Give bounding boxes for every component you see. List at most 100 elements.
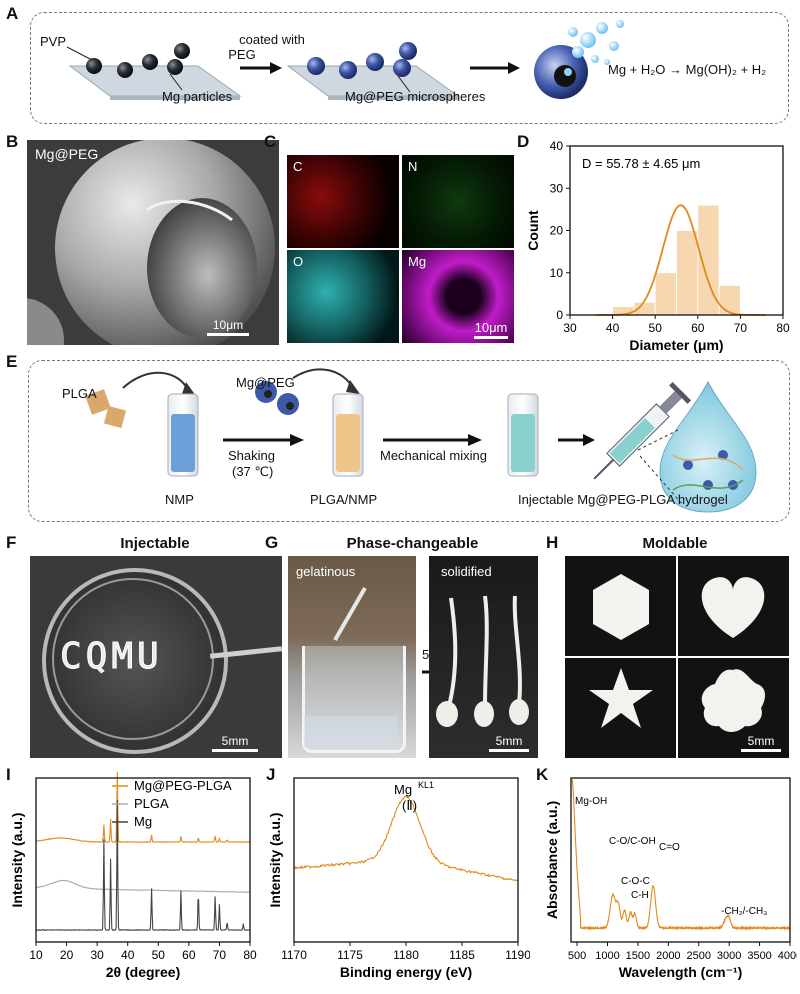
y-axis-label: Intensity (a.u.): [268, 813, 283, 908]
gelatinous-label: gelatinous: [296, 564, 356, 579]
histogram-bar: [654, 272, 677, 316]
panel-label-h: H: [546, 533, 559, 552]
panel-label-i: I: [6, 765, 11, 784]
scheme-a-graphic: [66, 20, 624, 100]
panel-title-f: Injectable: [120, 535, 190, 552]
injectable-photo: CQMU 5mm: [30, 556, 282, 758]
x-tick-label: 40: [606, 321, 620, 335]
scale-bar-f: 5mm: [212, 734, 258, 752]
x-tick-label: 3000: [717, 950, 741, 962]
x-tick-label: 70: [734, 321, 748, 335]
y-axis-label: Count: [525, 210, 541, 251]
mg-particle: [167, 59, 183, 75]
y-tick-label: 10: [550, 266, 564, 280]
x-tick-label: 2000: [656, 950, 680, 962]
mg-particle: [174, 43, 190, 59]
scale-bar-b: 10μm: [207, 318, 249, 336]
x-tick-label: 70: [213, 948, 227, 962]
eds-map-c: C: [287, 155, 399, 248]
solidified-photo: solidified 5mm: [429, 556, 538, 758]
mg-peg-microsphere: [366, 53, 384, 71]
eds-map-o: O: [287, 250, 399, 343]
coating-label-1: coated with: [239, 32, 305, 47]
microspheres-label: Mg@PEG microspheres: [345, 89, 486, 104]
panel-label-b: B: [6, 132, 19, 151]
x-tick-label: 500: [568, 950, 586, 962]
x-tick-label: 3500: [747, 950, 771, 962]
y-axis-label: Absorbance (a.u.): [544, 801, 560, 919]
x-tick-label: 50: [649, 321, 663, 335]
peak-annotation-state: (Ⅱ): [402, 798, 417, 813]
nmp-label: NMP: [165, 492, 194, 507]
x-tick-label: 1180: [393, 948, 419, 962]
histogram-bar: [718, 285, 741, 316]
hydrogel-label: Injectable Mg@PEG-PLGA hydrogel: [518, 492, 728, 507]
shaking-label: Shaking: [228, 448, 275, 463]
heart-shape: [701, 577, 765, 638]
y-tick-label: 30: [550, 181, 564, 195]
x-tick-label: 1000: [595, 950, 619, 962]
band-annotation: C-H: [631, 890, 649, 901]
x-tick-label: 2500: [687, 950, 711, 962]
reaction-equation: Mg + H₂O → Mg(OH)₂ + H₂: [608, 62, 767, 77]
band-annotation: Mg-OH: [575, 796, 607, 807]
panel-label-g: G: [265, 533, 279, 552]
flower-shape: [701, 669, 765, 732]
sem-sample-label: Mg@PEG: [35, 146, 99, 162]
panel-label-a: A: [6, 4, 19, 23]
panel-label-f: F: [6, 533, 17, 552]
moldable-photo: 5mm: [565, 556, 789, 758]
x-tick-label: 50: [152, 948, 166, 962]
scheme-e-graphic: [85, 368, 757, 513]
x-tick-label: 60: [182, 948, 196, 962]
eds-map-mg: Mg 10μm: [402, 250, 514, 343]
legend-label: Mg@PEG-PLGA: [134, 778, 232, 793]
star-shape: [589, 668, 653, 728]
band-annotation: C-O/C-OH: [609, 836, 656, 847]
peak-annotation-sup: KL1: [418, 780, 434, 790]
x-axis-label: Diameter (μm): [629, 337, 723, 353]
hydrogel-drop: [659, 380, 757, 513]
mg-particles-label: Mg particles: [162, 89, 233, 104]
hexagon-shape: [593, 574, 649, 640]
x-tick-label: 30: [563, 321, 577, 335]
x-tick-label: 40: [121, 948, 135, 962]
panel-label-k: K: [536, 765, 549, 784]
plga-flake: [103, 405, 127, 429]
plot-frame: [570, 777, 791, 943]
panel-label-j: J: [266, 765, 276, 784]
band-annotation: -CH₂/-CH₃: [721, 906, 767, 917]
histogram-bar: [676, 230, 699, 316]
x-tick-label: 1500: [626, 950, 650, 962]
ftir-spectrum-line: [571, 779, 791, 931]
y-tick-label: 40: [550, 140, 564, 153]
xrd-series-line: [35, 879, 250, 893]
mg-peg-microsphere: [393, 59, 411, 77]
legend-label: Mg: [134, 814, 152, 829]
xrd-series-line: [36, 771, 250, 843]
legend-label: PLGA: [134, 796, 169, 811]
y-tick-label: 20: [550, 224, 564, 238]
mg-peg-microsphere: [307, 57, 325, 75]
plga-label: PLGA: [62, 386, 97, 401]
sem-image: Mg@PEG 10μm: [27, 140, 279, 345]
temperature-label: (37 ℃): [232, 464, 274, 479]
scheme-box-e: [28, 360, 790, 522]
x-tick-label: 1170: [281, 948, 307, 962]
x-tick-label: 30: [90, 948, 104, 962]
syringe: [593, 381, 692, 480]
x-axis-label: Binding energy (eV): [340, 964, 472, 980]
x-axis-label: 2θ (degree): [106, 964, 180, 980]
panel-title-g: Phase-changeable: [346, 535, 479, 552]
mg-particle: [86, 58, 102, 74]
x-tick-label: 10: [29, 948, 43, 962]
scale-bar-h: 5mm: [741, 734, 781, 752]
mg-peg-microsphere: [399, 42, 417, 60]
band-annotation: C-O-C: [621, 876, 650, 887]
scale-bar-c: 10μm: [474, 320, 508, 339]
plot-frame: [35, 777, 251, 943]
plga-nmp-label: PLGA/NMP: [310, 492, 378, 507]
